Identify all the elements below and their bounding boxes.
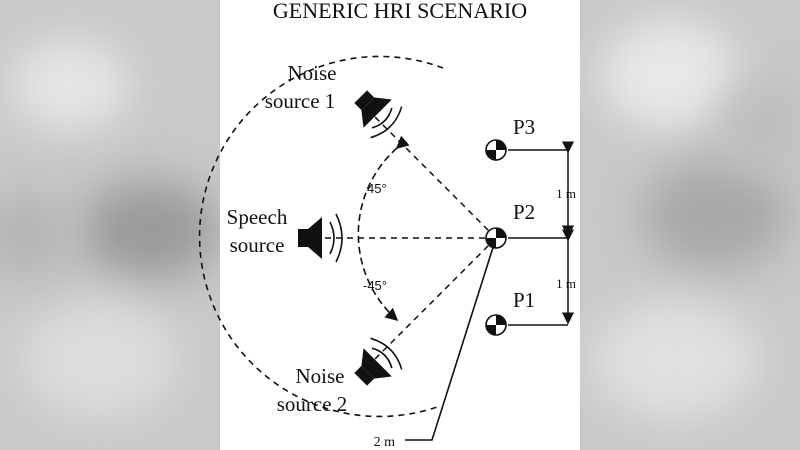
p1-target-marker-icon	[485, 314, 507, 336]
background-right	[580, 0, 800, 450]
noise-source-2-label-line2: source 2	[277, 392, 348, 416]
noise-source-1-speaker-icon	[354, 90, 403, 139]
angle-label-negative: -45°	[363, 278, 387, 293]
speech-source-label-line1: Speech	[227, 205, 288, 229]
radius-label: 2 m	[374, 435, 396, 450]
background-left	[0, 0, 220, 450]
p3-target-marker-icon	[485, 139, 507, 161]
dimension-lower-label: 1 m	[556, 276, 576, 291]
p1-label: P1	[513, 288, 535, 312]
angle-arc	[357, 135, 410, 322]
p2-target-marker-icon	[485, 227, 507, 249]
noise-source-1-label-line1: Noise	[288, 61, 337, 85]
line-to-noise-2	[367, 237, 497, 367]
line-to-noise-1	[367, 109, 497, 239]
radius-arc	[198, 55, 444, 418]
dimension-upper-label: 1 m	[556, 186, 576, 201]
radius-leader	[405, 237, 497, 441]
speech-source-speaker-icon	[298, 213, 343, 263]
noise-source-1-label-line2: source 1	[265, 89, 336, 113]
speech-source-label-line2: source	[230, 233, 285, 257]
p3-label: P3	[513, 115, 535, 139]
noise-source-2-label-line1: Noise	[296, 364, 345, 388]
p2-label: P2	[513, 200, 535, 224]
angle-label-positive: 45°	[367, 181, 387, 196]
diagram-title: GENERIC HRI SCENARIO	[273, 0, 527, 23]
noise-source-2-speaker-icon	[354, 337, 403, 386]
